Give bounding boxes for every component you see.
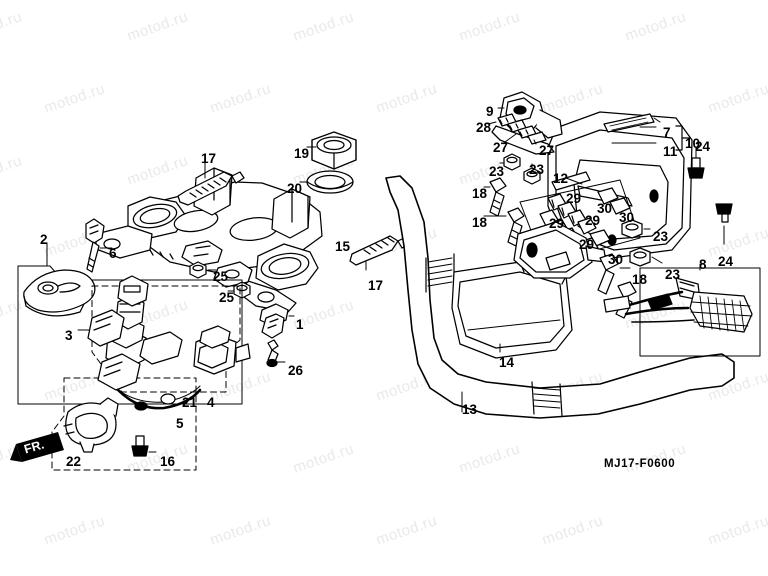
callout-18b: 18 [472,215,488,230]
part-number: MJ17-F0600 [604,458,676,470]
switch-harness-box-8 [639,267,761,357]
washer-20 [306,170,354,194]
callout-8: 8 [699,257,707,272]
callout-4: 4 [207,395,215,410]
callout-30b: 30 [619,210,635,225]
nut-23-d [629,247,651,267]
switch-housing [513,221,607,279]
callout-27b: 27 [539,143,555,158]
callout-27: 27 [493,140,509,155]
callout-26: 26 [288,363,304,378]
callout-30: 30 [597,201,613,216]
callout-30c: 30 [608,252,624,267]
callout-16: 16 [160,454,176,469]
callout-21: 21 [182,395,198,410]
ignition-set-box-2 [17,265,243,405]
socket-bolt-17-right [349,235,411,266]
callout-13: 13 [462,402,478,417]
bolt-26 [266,339,279,368]
switch-assembly-box-4 [51,377,197,471]
socket-bolt-17-upper [177,171,245,206]
clamp-bracket-1 [259,303,289,339]
wire-lead-5 [116,385,202,411]
seat-lock-22 [63,397,119,453]
callout-17: 17 [201,151,217,166]
callout-23d: 23 [665,267,681,282]
nut-23-a [503,153,521,171]
top-bridge-assembly [95,167,323,313]
lock-set-box-3 [91,285,241,393]
callout-29b: 29 [549,216,565,231]
callout-24b: 24 [718,254,734,269]
lock-cover-plate [23,269,96,317]
key-6 [85,218,105,273]
pin-row-27-28 [497,113,547,145]
ignition-switch-21 [87,275,183,391]
callout-23: 23 [489,164,505,179]
stem-nut-19 [311,131,357,170]
screw-16 [131,435,149,457]
callout-11: 11 [663,144,678,159]
callout-24: 24 [695,139,711,154]
callout-29c: 29 [585,213,601,228]
callout-23b: 23 [529,162,545,177]
callout-19: 19 [294,146,310,161]
flange-bolt-18-c [597,253,619,295]
callout-22: 22 [66,454,82,469]
callout-29d: 29 [579,237,595,252]
callout-18c: 18 [632,272,648,287]
callout-12: 12 [553,171,569,186]
switch-connector-block [193,325,251,375]
callout-10: 10 [685,136,701,151]
callout-28: 28 [476,120,492,135]
callout-5: 5 [176,416,184,431]
callout-25: 25 [213,269,229,284]
front-direction-arrow [10,432,64,462]
callout-29: 29 [566,191,582,206]
switch-harness-8 [603,277,753,333]
callout-7: 7 [663,125,671,140]
screw-24-a [687,157,705,179]
callout-3: 3 [65,328,73,343]
callout-9: 9 [486,104,494,119]
nut-23-c [621,219,643,239]
callout-17b: 17 [368,278,384,293]
callout-1: 1 [296,317,304,332]
callout-15: 15 [335,239,351,254]
nut-23-b [523,163,541,185]
callout-23c: 23 [653,229,669,244]
callout-25b: 25 [219,290,235,305]
lock-nut-25-a [189,261,207,279]
flange-bolt-18-a [489,177,507,217]
callout-14: 14 [499,355,515,370]
callout-20: 20 [287,181,303,196]
callout-2: 2 [40,232,48,247]
screw-24-b [715,203,733,223]
callout-6: 6 [109,246,117,261]
callout-18: 18 [472,186,488,201]
